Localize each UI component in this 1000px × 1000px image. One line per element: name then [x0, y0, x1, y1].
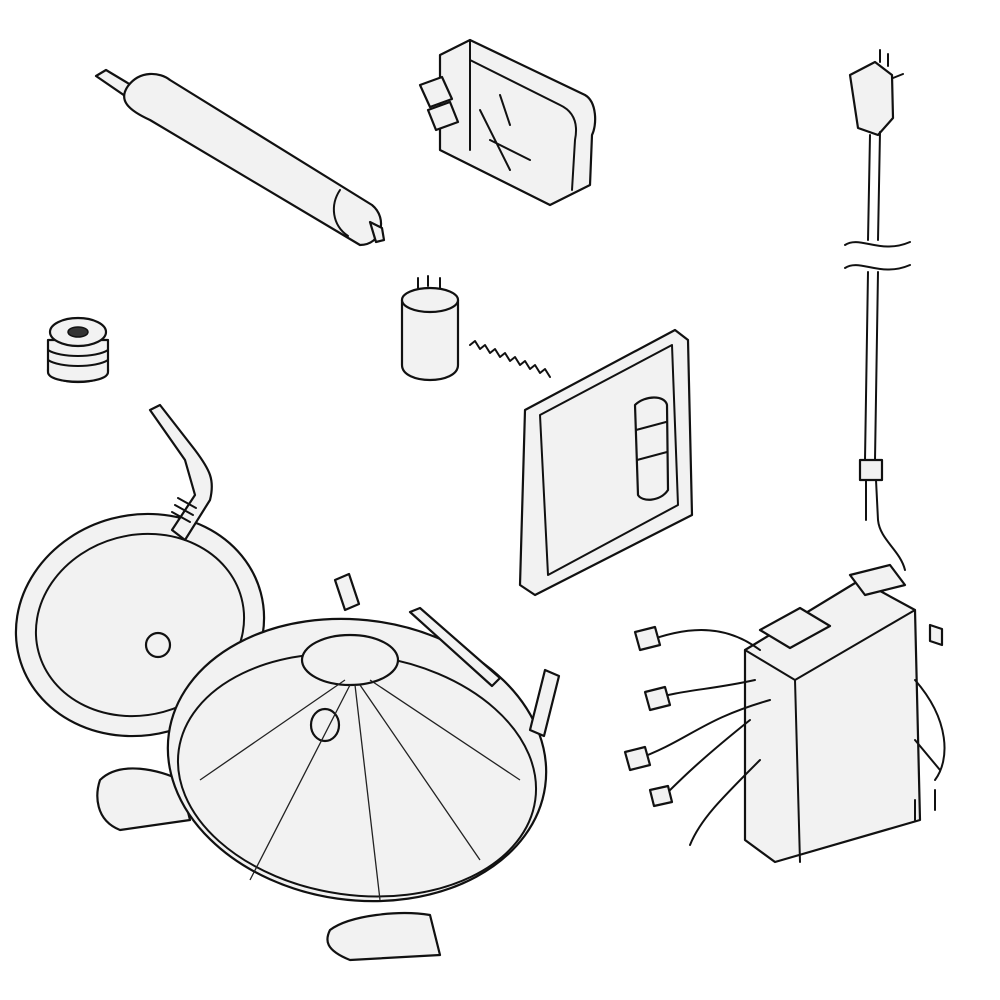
- control-box-harness: [623, 563, 946, 864]
- compressor: [14, 403, 561, 962]
- grommet: [46, 316, 110, 384]
- cover-plate: [518, 328, 694, 597]
- spring-clip: [469, 340, 551, 378]
- filter-drier: [94, 68, 386, 247]
- start-relay: [418, 38, 597, 207]
- capacitor: [400, 275, 460, 382]
- power-cord: [844, 49, 911, 571]
